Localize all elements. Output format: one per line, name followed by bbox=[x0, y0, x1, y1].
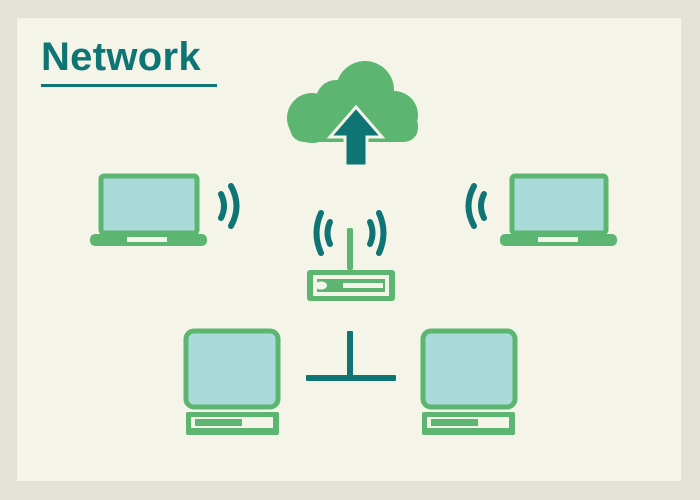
network-connector-icon bbox=[306, 331, 396, 381]
desktop-computer-icon-right bbox=[420, 328, 518, 435]
cloud-upload-icon bbox=[287, 61, 418, 168]
wifi-signal-icon-left bbox=[218, 183, 240, 229]
laptop-icon-right bbox=[500, 173, 617, 246]
wifi-signal-icon-right bbox=[465, 183, 487, 229]
desktop-computer-icon-left bbox=[183, 328, 281, 435]
title-underline bbox=[41, 84, 217, 87]
laptop-icon-left bbox=[90, 173, 207, 246]
wifi-router-icon bbox=[307, 210, 395, 301]
page-title: Network bbox=[41, 35, 201, 79]
router-wifi-waves-icon bbox=[313, 210, 387, 256]
upload-arrow-icon bbox=[326, 104, 386, 168]
